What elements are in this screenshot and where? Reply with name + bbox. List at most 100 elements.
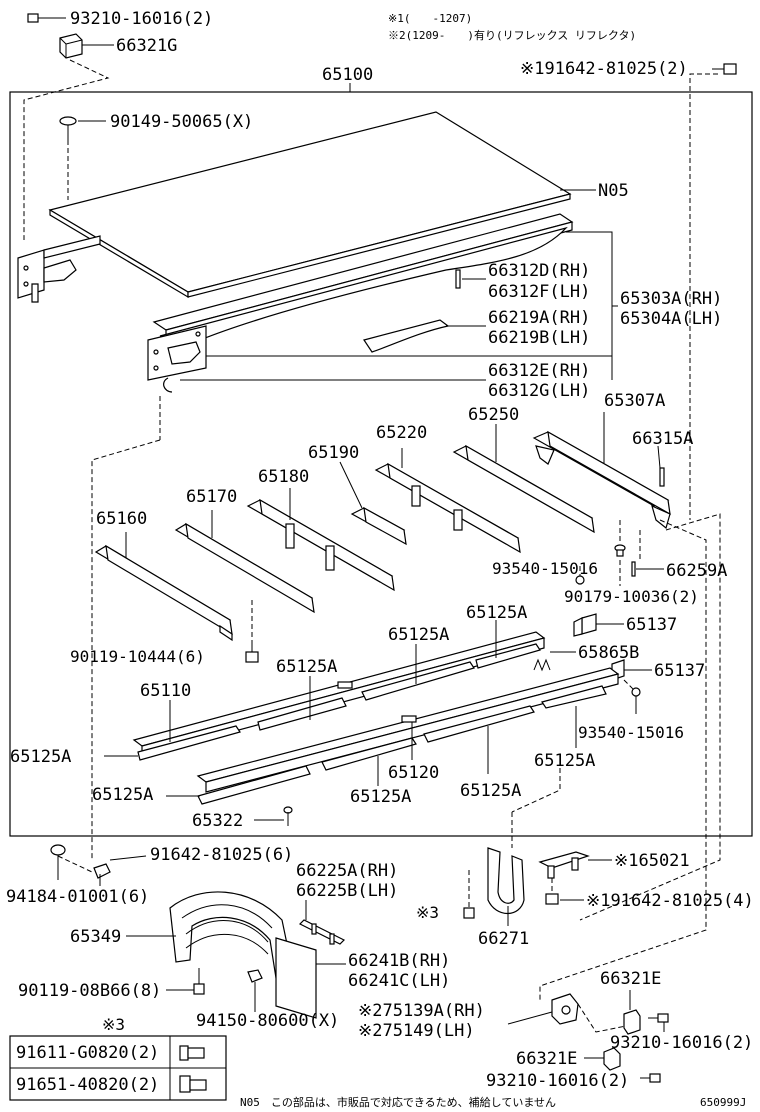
label-93210-b: 93210-16016(2) [610, 1033, 753, 1053]
cross-member-65250 [452, 444, 595, 534]
pin-66259A-icon [631, 561, 636, 577]
label-65303A: 65303A(RH) [620, 289, 722, 309]
label-91642-top: ※191642-81025(2) [520, 59, 688, 79]
label-94184: 94184-01001(6) [6, 887, 149, 907]
pin-66315A-icon [659, 467, 665, 487]
label-65220: 65220 [376, 423, 427, 443]
screw-90149-icon [59, 116, 77, 140]
cross-member-65307A [532, 430, 671, 530]
label-65160: 65160 [96, 509, 147, 529]
label-65137-a: 65137 [626, 615, 677, 635]
label-66312E: 66312E(RH) [488, 361, 590, 381]
assembly-frame [9, 91, 753, 837]
label-94150: 94150-80600(X) [196, 1011, 339, 1031]
mud-flap-66241B [275, 937, 317, 1019]
label-66225B: 66225B(LH) [296, 881, 398, 901]
label-90149: 90149-50065(X) [110, 112, 253, 132]
handle-66271 [487, 847, 525, 915]
label-65125A-8: 65125A [460, 781, 521, 801]
label-66241C: 66241C(LH) [348, 971, 450, 991]
label-65100: 65100 [322, 65, 373, 85]
bolt-93210-top-icon [27, 13, 52, 23]
label-65125A-5: 65125A [534, 751, 595, 771]
label-65322: 65322 [192, 811, 243, 831]
label-65125A-6: 65125A [92, 785, 153, 805]
washer-94184-icon [50, 844, 66, 880]
mud-guard-65349 [169, 891, 293, 979]
label-65125A-1: 65125A [466, 603, 527, 623]
label-75149: ※275149(LH) [358, 1021, 475, 1041]
label-65120: 65120 [388, 763, 439, 783]
label-65349: 65349 [70, 927, 121, 947]
label-93540-b: 93540-15016 [578, 723, 684, 742]
plate-66219A [363, 319, 450, 353]
label-65125A-2: 65125A [388, 625, 449, 645]
label-N05: N05 [598, 181, 629, 201]
cross-member-65160 [94, 544, 233, 642]
label-66271: 66271 [478, 929, 529, 949]
bracket-66225A [298, 919, 346, 945]
cushion-66321G-icon [59, 33, 83, 59]
bolt-91642-r-icon [545, 878, 559, 905]
label-65125A-3: 65125A [276, 657, 337, 677]
label-65137-b: 65137 [654, 661, 705, 681]
label-66321G: 66321G [116, 36, 177, 56]
hook-65021 [538, 851, 590, 879]
label-66219A: 66219A(RH) [488, 308, 590, 328]
bracket-65137-a-icon [573, 613, 597, 637]
label-note3-small: ※3 [416, 903, 439, 922]
screw-65322-icon [283, 806, 293, 826]
label-66259A: 66259A [666, 561, 727, 581]
label-66219B: 66219B(LH) [488, 328, 590, 348]
label-91642-r: ※191642-81025(4) [586, 891, 754, 911]
pin-66312D-icon [455, 269, 461, 289]
side-hinge-bracket-top [17, 235, 101, 303]
note-1: ※1( -1207) [388, 12, 472, 25]
label-65125A-7: 65125A [350, 787, 411, 807]
legend-row-2-part: 91651-40820(2) [16, 1075, 159, 1095]
label-66312G: 66312G(LH) [488, 381, 590, 401]
bolt-hex-icon [179, 1075, 207, 1093]
wear-strips-65125A [137, 643, 607, 805]
label-66321E-a: 66321E [600, 969, 661, 989]
label-65304A: 65304A(LH) [620, 309, 722, 329]
label-91642-mid: 91642-81025(6) [150, 845, 293, 865]
label-90119-08B66: 90119-08B66(8) [18, 981, 161, 1001]
rail-bracket-left [147, 325, 207, 381]
nut-94150-icon [247, 969, 263, 1012]
label-93210-c: 93210-16016(2) [486, 1071, 629, 1091]
label-93540-a: 93540-15016 [492, 559, 598, 578]
cushion-66321E-a-icon [623, 1009, 641, 1035]
label-66225A: 66225A(RH) [296, 861, 398, 881]
label-65110: 65110 [140, 681, 191, 701]
cap-90179-icon [614, 544, 626, 557]
label-65250: 65250 [468, 405, 519, 425]
cross-member-65180 [246, 498, 395, 592]
label-65125A-4: 65125A [10, 747, 71, 767]
bolt-91642-mid-icon [93, 863, 111, 886]
figure-code: 650999J [700, 1096, 746, 1109]
label-66241B: 66241B(RH) [348, 951, 450, 971]
legend-title: ※3 [102, 1015, 125, 1034]
legend-row-1-part: 91611-G0820(2) [16, 1043, 159, 1063]
bolt-93210-c-icon [640, 1073, 661, 1083]
cushion-66321E-b-icon [603, 1047, 621, 1071]
label-75139A: ※275139A(RH) [358, 1001, 485, 1021]
label-90179: 90179-10036(2) [564, 587, 699, 606]
label-65190: 65190 [308, 443, 359, 463]
cross-member-65170 [174, 522, 315, 614]
reflector-75139A [551, 993, 579, 1025]
cross-member-65190 [350, 506, 407, 546]
label-65180: 65180 [258, 467, 309, 487]
bolt-note3-icon [463, 870, 475, 919]
label-65170: 65170 [186, 487, 237, 507]
deck-board-N05 [48, 111, 572, 299]
bolt-93210-b-icon [648, 1013, 669, 1023]
nut-93540-b-icon [631, 687, 641, 697]
bolt-flange-icon [179, 1045, 205, 1061]
label-93210-top: 93210-16016(2) [70, 9, 213, 29]
label-66312D: 66312D(RH) [488, 261, 590, 281]
bolt-90119-08B66-icon [193, 968, 205, 995]
bolt-91642-top-icon [712, 63, 737, 75]
